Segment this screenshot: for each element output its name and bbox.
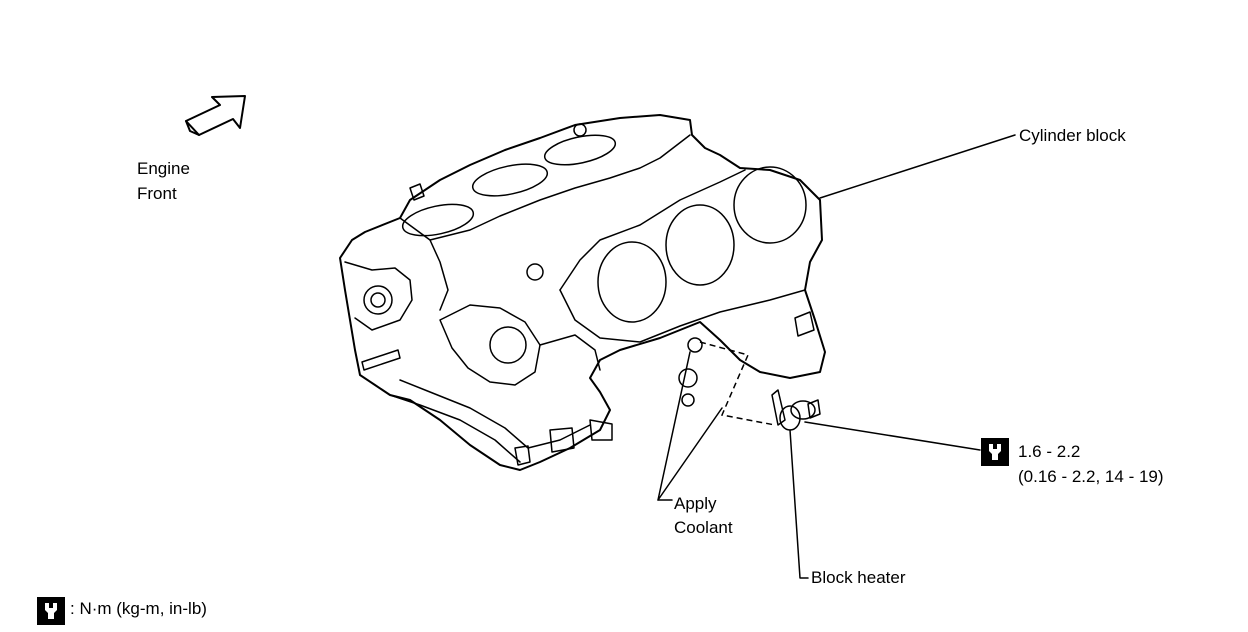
torque-alt-units-label: (0.16 - 2.2, 14 - 19)	[1018, 467, 1164, 486]
apply-coolant-label: Apply Coolant	[674, 493, 733, 539]
torque-wrench-icon	[981, 438, 1009, 466]
cylinder-block-label: Cylinder block	[1019, 126, 1126, 145]
engine-front-line2: Front	[137, 184, 177, 203]
legend-torque-icon	[37, 597, 65, 625]
torque-units-legend: : N·m (kg-m, in-lb)	[70, 599, 207, 618]
engine-front-label: Engine Front	[137, 158, 190, 205]
cylinder-block-outline	[339, 114, 826, 471]
torque-value-label: 1.6 - 2.2	[1018, 442, 1081, 461]
engine-front-arrow-icon	[185, 95, 246, 136]
block-heater-label: Block heater	[811, 568, 906, 587]
apply-coolant-line2: Coolant	[674, 518, 733, 537]
leader-lines	[657, 134, 1016, 579]
apply-coolant-line1: Apply	[674, 494, 717, 513]
engine-front-line1: Engine	[137, 159, 190, 178]
